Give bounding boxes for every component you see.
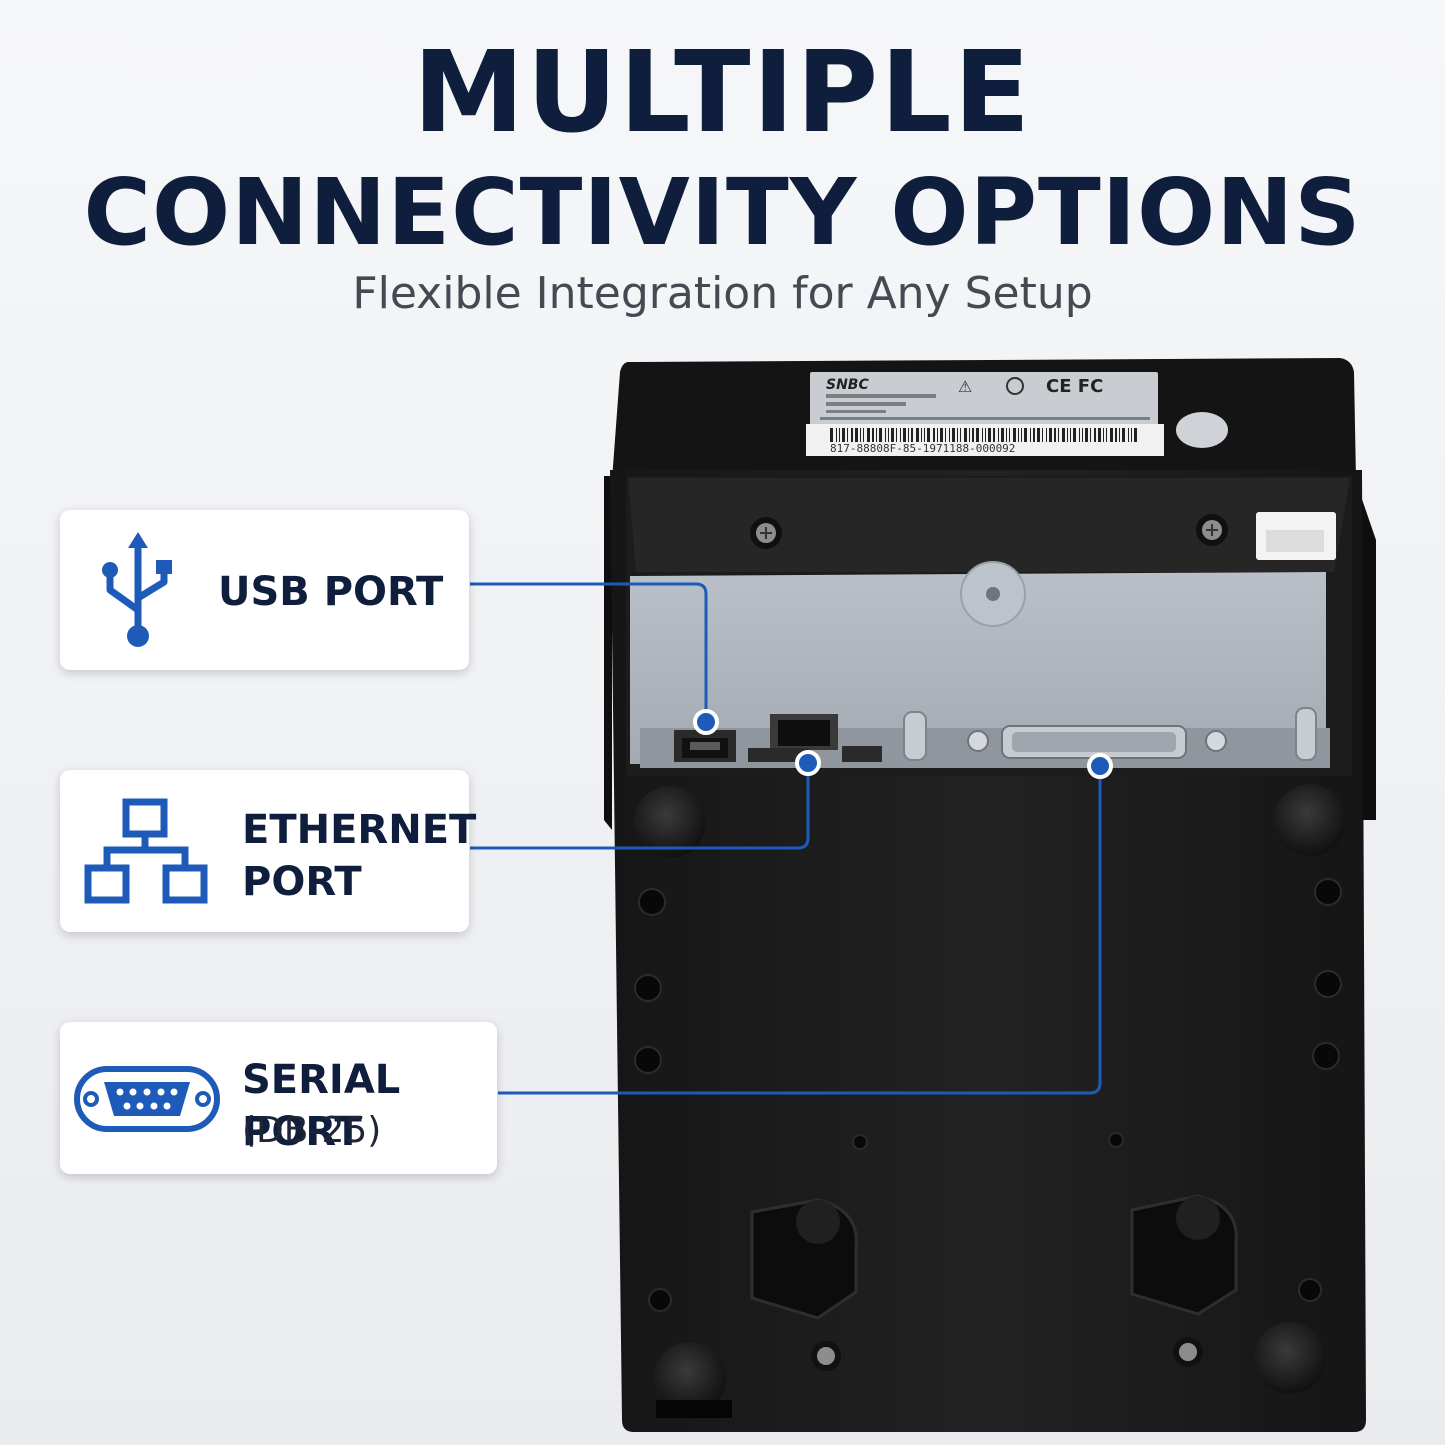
regulatory-label: SNBC ⚠ CE FC 817-88808F-85-1971188-00009… [806,372,1164,456]
label-barcode-text: 817-88808F-85-1971188-000092 [830,442,1015,455]
page-title-line1: MULTIPLE [412,28,1033,158]
usb-port-card: USB PORT [60,510,469,670]
serial-port-label: SERIAL PORT [242,1057,401,1155]
ethernet-port-card: ETHERNET PORT [60,770,476,932]
serial-port-card: SERIAL PORT (DB-25) [60,1022,497,1174]
label-brand: SNBC [826,377,869,393]
svg-text:CE FC: CE FC [1046,376,1103,397]
usb-port-label: USB PORT [218,569,444,615]
ethernet-port-connector [748,714,882,762]
page-subtitle: Flexible Integration for Any Setup [352,268,1093,319]
page-title-line2: CONNECTIVITY OPTIONS [83,159,1362,266]
usb-port-connector [674,730,736,762]
serial-port-sublabel: (DB-25) [242,1110,382,1151]
svg-text:⚠: ⚠ [958,377,972,396]
serial-port-icon [74,1066,220,1132]
ethernet-port-label-line1: ETHERNET [242,807,477,853]
serial-db25-connector [967,725,1227,759]
ethernet-port-label-line2: PORT [242,859,362,905]
screw [1196,514,1228,546]
usb-icon [102,532,172,647]
ethernet-network-icon [84,798,208,904]
screw [750,517,782,549]
